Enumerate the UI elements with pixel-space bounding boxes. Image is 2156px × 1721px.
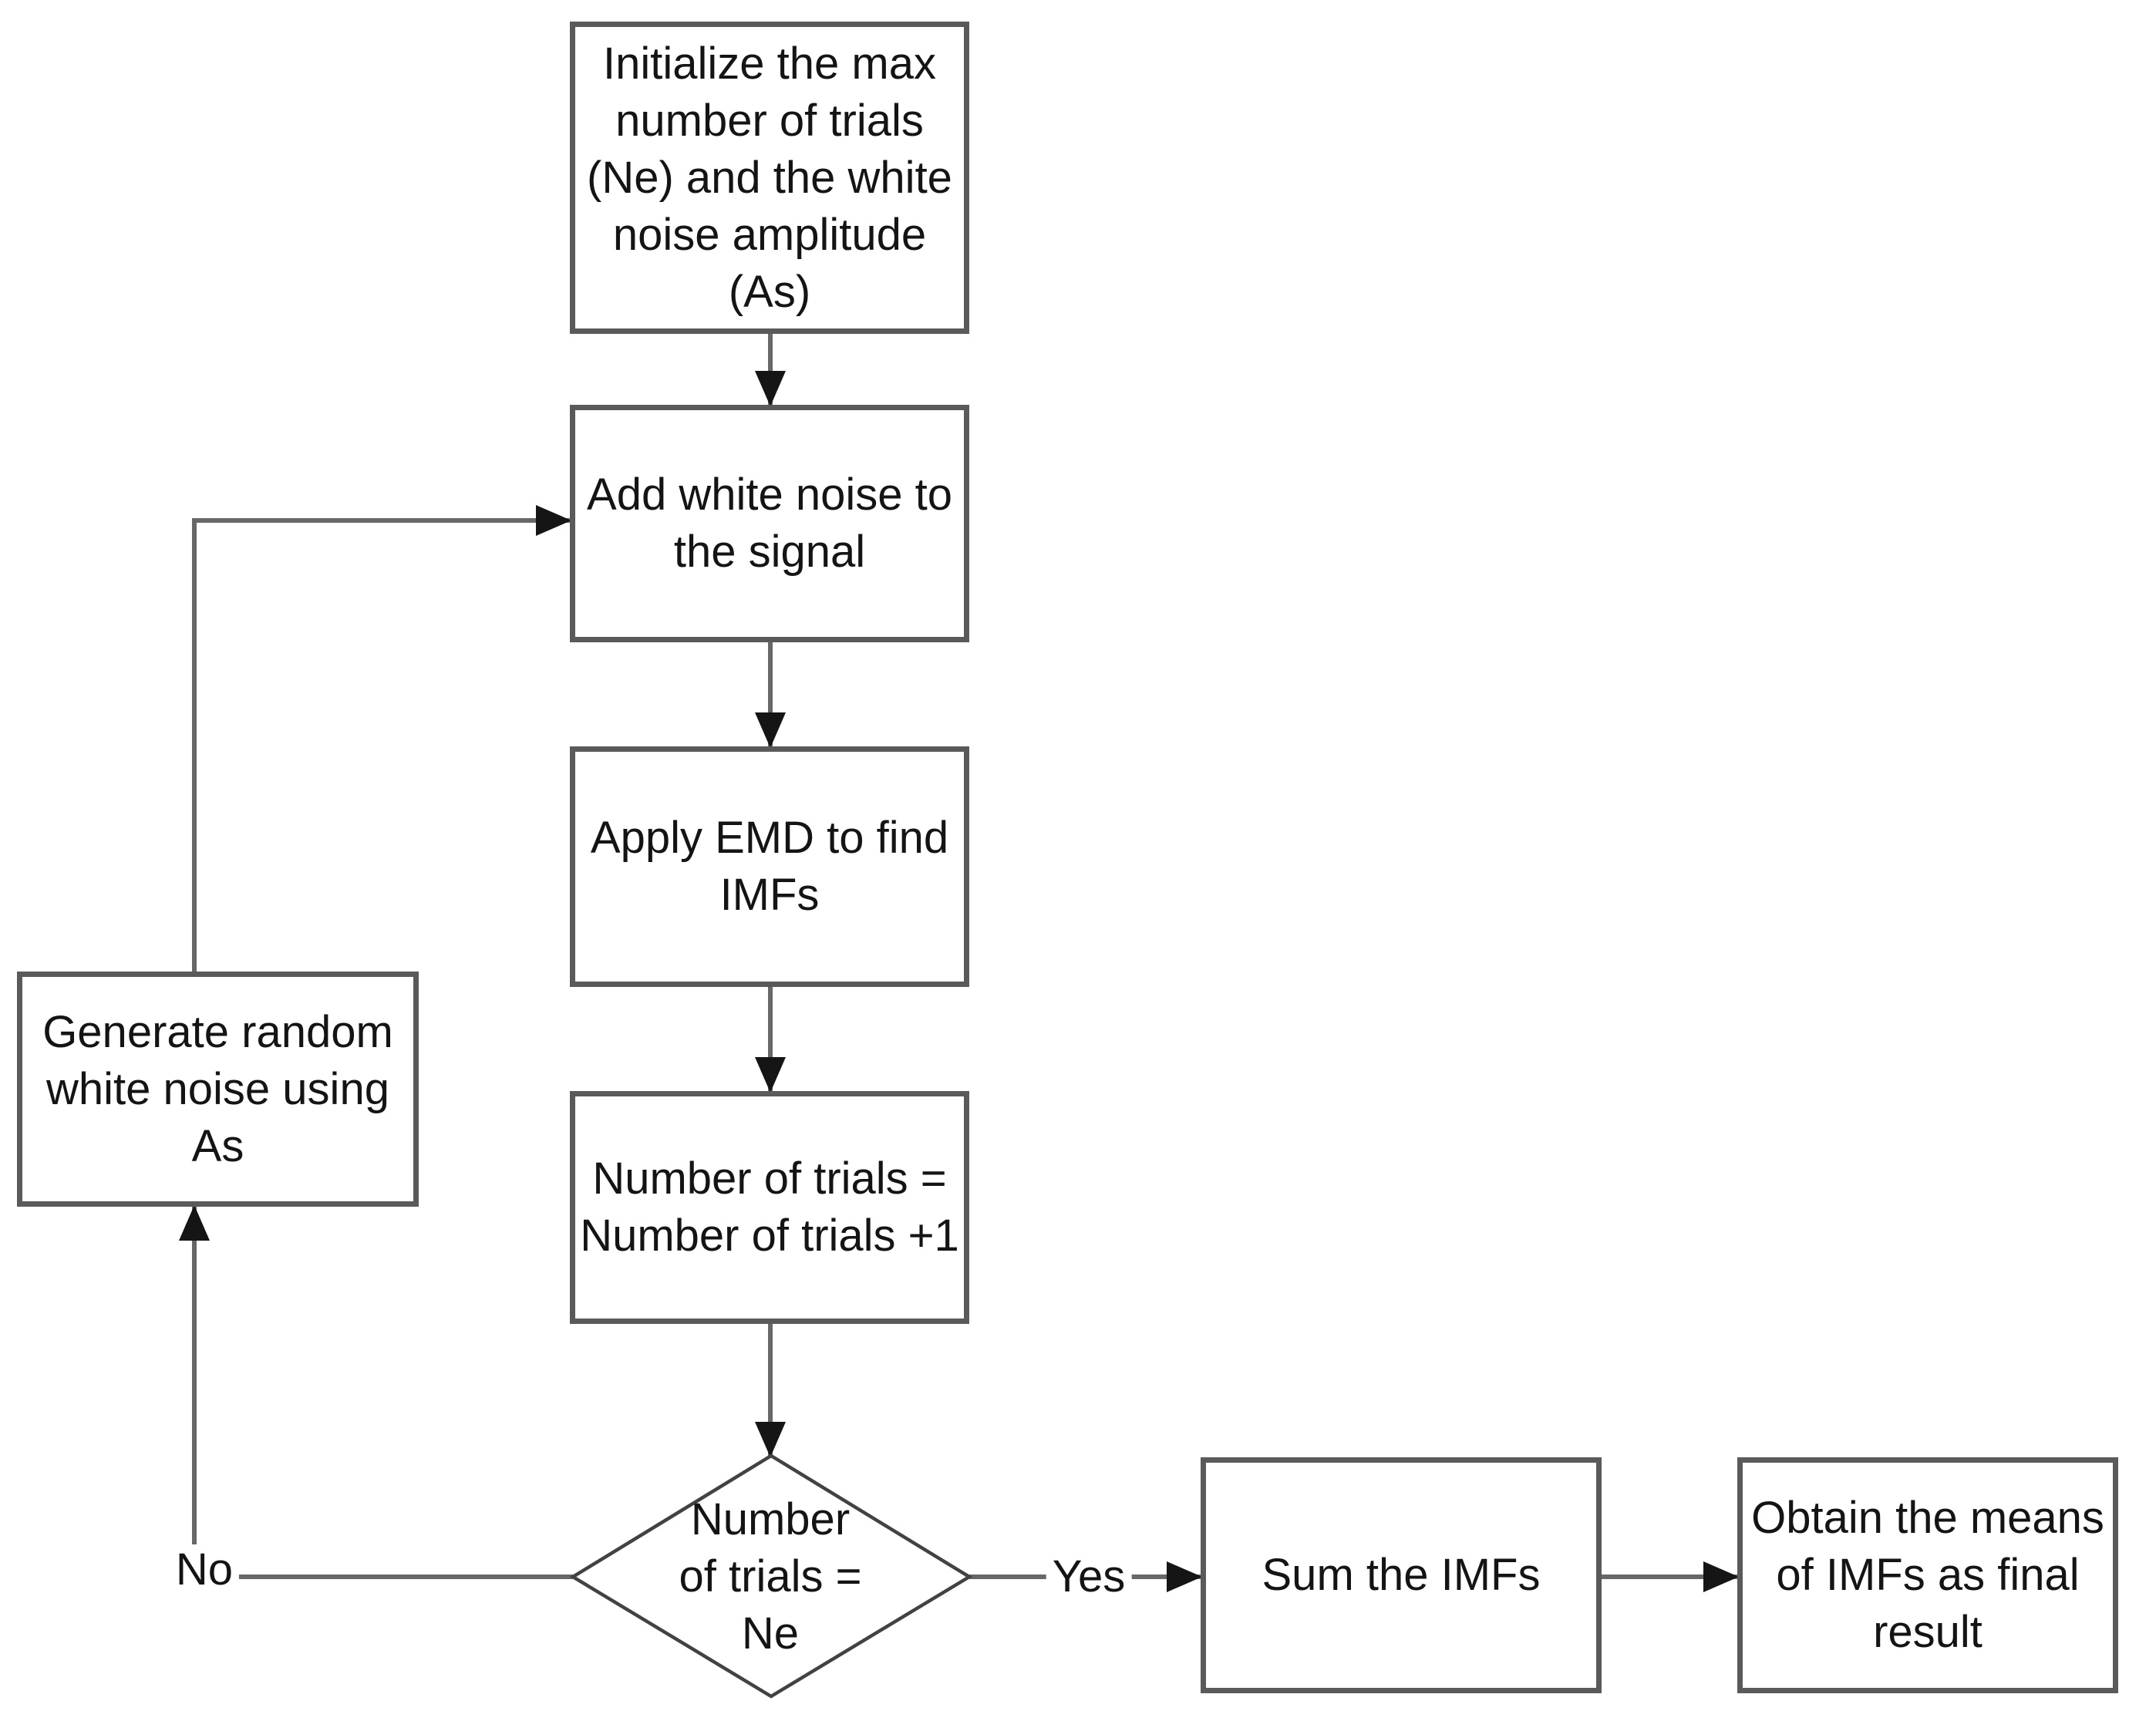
node-increment-trials: Number of trials = Number of trials +1	[570, 1091, 969, 1324]
node-text-line: (As)	[728, 266, 811, 317]
node-text-line: Add white noise to	[587, 470, 952, 520]
node-text-line: Sum the IMFs	[1262, 1550, 1541, 1600]
node-text-line: Number of trials =	[592, 1154, 947, 1204]
edge-generate-to-add-noise	[192, 505, 571, 972]
node-text-line: result	[1873, 1607, 1983, 1657]
node-text-line: Initialize the max	[603, 38, 936, 89]
node-text-line: of IMFs as final	[1776, 1550, 2080, 1600]
edge-decision-no-to-generate	[179, 1205, 573, 1579]
node-initialize: Initialize the max number of trials (Ne)…	[570, 22, 969, 334]
node-text-line: As	[191, 1120, 244, 1171]
node-text-line: the signal	[673, 527, 866, 577]
node-text-line: Number	[690, 1494, 851, 1544]
node-text-line: (Ne) and the white	[587, 152, 952, 203]
node-text-line: of trials =	[679, 1551, 862, 1601]
node-generate-white-noise: Generate random white noise using As	[17, 972, 419, 1207]
node-sum-imfs: Sum the IMFs	[1201, 1457, 1602, 1693]
node-obtain-means: Obtain the means of IMFs as final result	[1737, 1457, 2118, 1693]
yes-branch-label: Yes	[1046, 1551, 1132, 1602]
node-text-line: Ne	[741, 1608, 800, 1659]
node-text-line: Number of trials +1	[580, 1211, 959, 1261]
no-branch-label: No	[169, 1544, 240, 1595]
node-text-line: IMFs	[719, 870, 820, 920]
node-text-line: Obtain the means	[1751, 1493, 2104, 1543]
decision-diamond-shape	[569, 1453, 973, 1699]
node-text-line: Apply EMD to find	[590, 813, 949, 863]
node-text-line: number of trials	[615, 95, 924, 146]
node-decision-trials-equal-ne: Number of trials = Ne	[655, 1484, 886, 1669]
node-text-line: noise amplitude	[612, 209, 927, 260]
node-apply-emd: Apply EMD to find IMFs	[570, 746, 969, 987]
node-text-line: Generate random	[42, 1006, 393, 1057]
node-text-line: white noise using	[46, 1063, 389, 1114]
node-add-white-noise: Add white noise to the signal	[570, 405, 969, 642]
